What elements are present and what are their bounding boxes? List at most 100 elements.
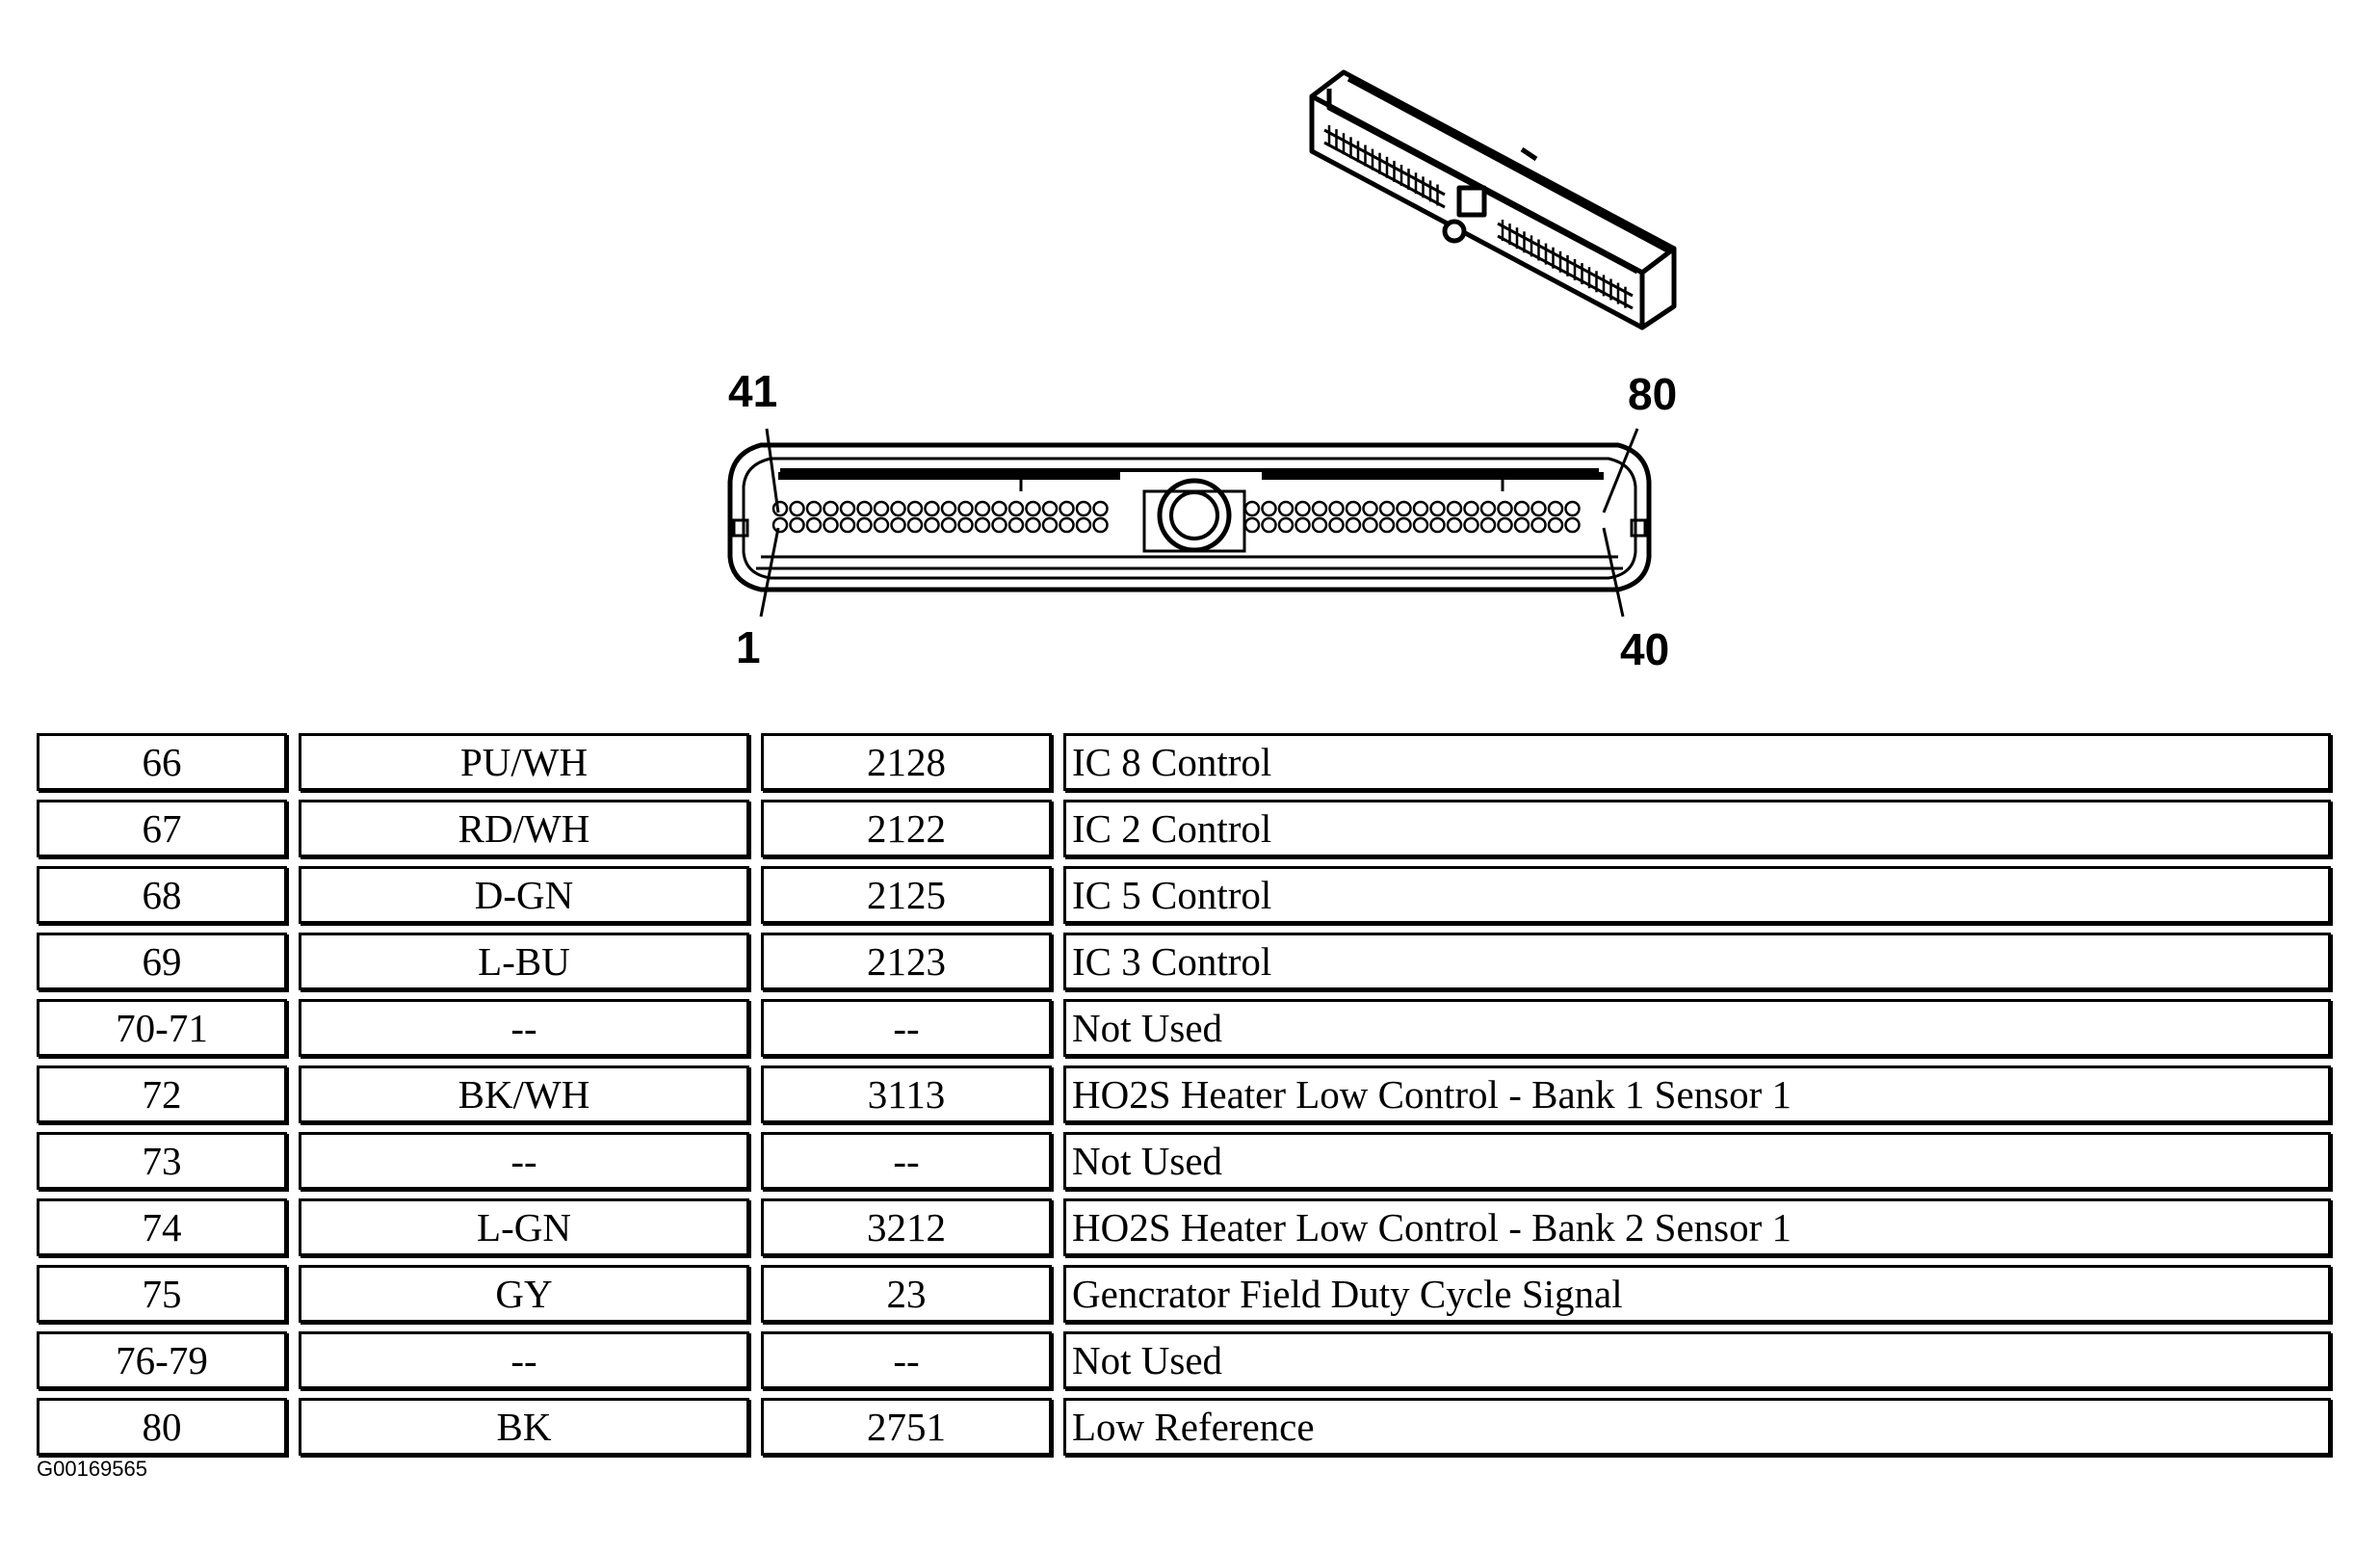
pin-cavity [1530,500,1547,517]
function-cell: Low Reference [1063,1398,2331,1456]
pin-cavity [1513,500,1530,517]
pin-cavity [1530,516,1547,534]
wire-color-cell: L-BU [299,933,749,990]
wire-color-cell: -- [299,999,749,1057]
pin-cavity [906,516,924,534]
pin-cavity [856,516,873,534]
pin-cavity [823,516,839,534]
pin-number-cell: 70-71 [37,999,287,1057]
function-cell: HO2S Heater Low Control - Bank 2 Sensor … [1063,1198,2331,1256]
circuit-number-cell: 2123 [761,933,1052,990]
function-cell: IC 5 Control [1063,866,2331,924]
pin-cavity [974,516,991,534]
pin-cavity [1059,516,1075,534]
pin-cavity [1025,500,1041,517]
pin-cavity [1345,516,1362,534]
pin-cavity [1412,500,1429,517]
pin-cavity [772,500,789,517]
table-row: 75 GY 23 Gencrator Field Duty Cycle Sign… [37,1265,2331,1323]
pin-cavity [1295,500,1311,517]
pin-cavity [1378,500,1396,517]
pin-cavity [1311,500,1328,517]
wire-color-cell: D-GN [299,866,749,924]
pin-label-41: 41 [728,366,777,416]
pin-number-cell: 66 [37,733,287,791]
pin-number-cell: 75 [37,1265,287,1323]
function-cell: IC 8 Control [1063,733,2331,791]
pin-cavity [1277,500,1295,517]
pin-cavity [906,500,924,517]
function-cell: IC 2 Control [1063,800,2331,857]
pin-cavity [940,500,957,517]
table-row: 80 BK 2751 Low Reference [37,1398,2331,1456]
pin-label-40: 40 [1620,624,1669,674]
pin-cavity [856,500,873,517]
pin-cavity [1092,516,1109,534]
pin-label-1: 1 [736,622,761,672]
pin-cavity [1243,516,1261,534]
table-row: 70-71 -- -- Not Used [37,999,2331,1057]
pin-cavity [823,500,839,517]
pin-cavity [1446,500,1463,517]
connector-drawing: 41 80 1 40 [727,69,1677,674]
table-row: 72 BK/WH 3113 HO2S Heater Low Control - … [37,1065,2331,1123]
table-row: 66 PU/WH 2128 IC 8 Control [37,733,2331,791]
pin-cavity [873,516,890,534]
pin-cavity [1243,500,1261,517]
pin-cavity [1261,500,1277,517]
pin-cavity [1059,500,1075,517]
wire-color-cell: -- [299,1331,749,1389]
pin-cavity [805,500,823,517]
pin-cavity [1328,516,1345,534]
wire-color-cell: L-GN [299,1198,749,1256]
pin-cavity [991,516,1007,534]
pin-cavity [890,500,906,517]
function-cell: Gencrator Field Duty Cycle Signal [1063,1265,2331,1323]
pin-cavity [1513,516,1530,534]
pin-cavity [1497,516,1513,534]
function-cell: Not Used [1063,1132,2331,1190]
connector-isometric-view [1309,69,1677,330]
function-cell: HO2S Heater Low Control - Bank 1 Sensor … [1063,1065,2331,1123]
pin-cavity [957,500,974,517]
connector-diagram: 41 80 1 40 [0,0,2380,694]
pin-cavity [924,516,940,534]
pin-cavity [1075,516,1092,534]
circuit-number-cell: 2125 [761,866,1052,924]
pin-cavity [1479,500,1497,517]
wire-color-cell: GY [299,1265,749,1323]
pin-cavity [1007,516,1025,534]
pin-number-cell: 72 [37,1065,287,1123]
table-row: 69 L-BU 2123 IC 3 Control [37,933,2331,990]
pin-cavity [1429,500,1446,517]
pin-cavity [1429,516,1446,534]
pin-cavity [1547,516,1564,534]
pin-cavity [1378,516,1396,534]
table-row: 68 D-GN 2125 IC 5 Control [37,866,2331,924]
pin-number-cell: 67 [37,800,287,857]
pin-number-cell: 73 [37,1132,287,1190]
circuit-number-cell: 2128 [761,733,1052,791]
pin-cavity [839,500,856,517]
pin-cavity [1564,500,1581,517]
pin-cavity [1041,500,1059,517]
pin-cavity [839,516,856,534]
pin-cavity [991,500,1007,517]
circuit-number-cell: 23 [761,1265,1052,1323]
circuit-number-cell: 3113 [761,1065,1052,1123]
table-row: 73 -- -- Not Used [37,1132,2331,1190]
wire-color-cell: RD/WH [299,800,749,857]
pin-cavity [1396,516,1412,534]
circuit-number-cell: -- [761,1331,1052,1389]
wire-color-cell: -- [299,1132,749,1190]
pin-cavity [1446,516,1463,534]
function-cell: IC 3 Control [1063,933,2331,990]
pin-number-cell: 74 [37,1198,287,1256]
pin-cavity [1041,516,1059,534]
circuit-number-cell: 2751 [761,1398,1052,1456]
pin-number-cell: 76-79 [37,1331,287,1389]
pin-cavity [789,516,805,534]
table-row: 74 L-GN 3212 HO2S Heater Low Control - B… [37,1198,2331,1256]
pinout-table-body: 66 PU/WH 2128 IC 8 Control 67 RD/WH 2122… [37,733,2331,1456]
pin-cavity [1025,516,1041,534]
